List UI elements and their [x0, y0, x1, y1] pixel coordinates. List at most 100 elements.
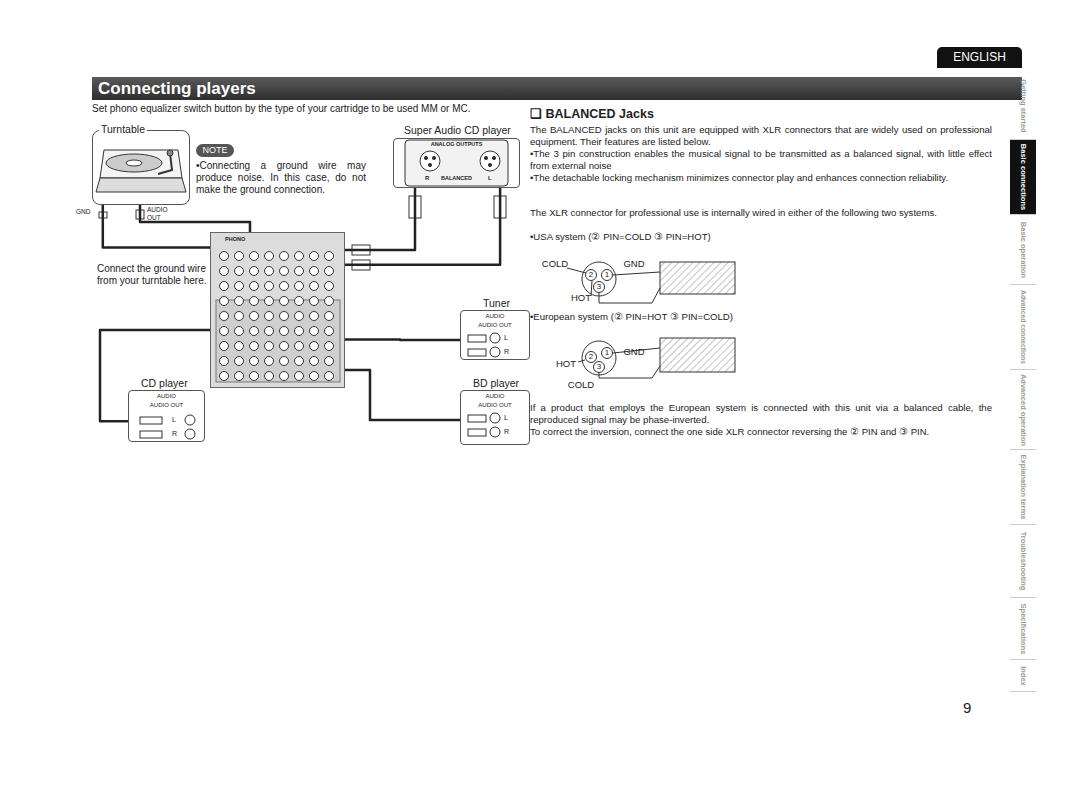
label: 9 [963, 699, 971, 716]
text-paragraph: AUDIO OUT [147, 206, 173, 222]
node-title: Basic operation [1019, 221, 1028, 277]
pin-label: COLD [568, 380, 594, 391]
node-title: Advanced connections [1019, 290, 1027, 364]
jack [310, 327, 319, 336]
pin-label: HOT [571, 293, 591, 304]
node-title: Explanation terms [1019, 454, 1028, 519]
jack [310, 342, 319, 351]
xlr-european-figure [578, 338, 735, 378]
section-tab: Troubleshooting [1010, 525, 1036, 598]
jack [250, 312, 259, 321]
label: R [504, 348, 509, 356]
jack [220, 267, 229, 276]
node-title: CD player [139, 377, 190, 389]
jack-grid [220, 252, 334, 381]
text-paragraph: To correct the inversion, connect the on… [530, 426, 992, 438]
label: L [504, 414, 508, 422]
node-title: BD player [471, 377, 521, 389]
pin-label: GND [623, 259, 644, 270]
node-title: NOTE [202, 146, 227, 156]
audio-cable [100, 330, 210, 421]
jack [220, 372, 229, 381]
node-text: AUDIO OUT [461, 322, 529, 329]
jack [295, 357, 304, 366]
audio-cable [140, 205, 250, 232]
node-text: ANALOG OUTPUTS [394, 141, 519, 147]
jack [250, 282, 259, 291]
sacd-player-box: Super Audio CD playerANALOG OUTPUTSBALAN… [393, 138, 520, 188]
jack [250, 252, 259, 261]
jack [250, 297, 259, 306]
label: •USA system (② PIN=COLD ③ PIN=HOT) [530, 231, 711, 242]
node-text: AUDIO OUT [129, 402, 204, 409]
node-text: AUDIO OUT [461, 402, 529, 409]
jack [265, 327, 274, 336]
pin-label: COLD [542, 259, 568, 270]
note-badge: NOTE [196, 144, 234, 157]
jack [265, 312, 274, 321]
jack [325, 297, 334, 306]
label: L [172, 416, 176, 424]
jack [265, 267, 274, 276]
jack [265, 357, 274, 366]
jack [220, 282, 229, 291]
node-text: AUDIO [129, 393, 204, 400]
jack [250, 342, 259, 351]
label: R [504, 428, 509, 436]
jack [325, 267, 334, 276]
pin-label: 3 [597, 362, 601, 371]
pin-label: 1 [605, 348, 609, 357]
jack [250, 372, 259, 381]
jack [325, 282, 334, 291]
jack [325, 357, 334, 366]
node-title: Specifications [1019, 603, 1028, 654]
section-tab: Advanced operation [1010, 370, 1036, 450]
jack [235, 357, 244, 366]
label: GND [76, 208, 90, 215]
jack [220, 252, 229, 261]
pin-label: 2 [589, 352, 593, 361]
jack [250, 267, 259, 276]
jack [235, 252, 244, 261]
jack [295, 372, 304, 381]
node-text: AUDIO [461, 393, 529, 400]
audio-cable [103, 205, 210, 248]
jack [265, 297, 274, 306]
text-paragraph: The BALANCED jacks on this unit are equi… [530, 124, 992, 147]
jack [265, 372, 274, 381]
jack [220, 357, 229, 366]
section-tab: Explanation terms [1010, 450, 1036, 525]
node-title: Getting started [1019, 79, 1028, 132]
jack [310, 297, 319, 306]
node-title: Tuner [481, 297, 512, 309]
label: •European system (② PIN=HOT ③ PIN=COLD) [530, 311, 733, 322]
turntable-box: Turntable [92, 130, 190, 205]
jack [250, 327, 259, 336]
jack [280, 327, 289, 336]
jack [220, 342, 229, 351]
section-tab: Specifications [1010, 598, 1036, 660]
label: L [504, 334, 508, 342]
bd-player-box: BD playerAUDIOAUDIO OUT [460, 390, 530, 445]
section-tab: Basic operation [1010, 215, 1036, 285]
node-title: ENGLISH [953, 51, 1006, 64]
jack [280, 252, 289, 261]
jack [310, 312, 319, 321]
node-title: Super Audio CD player [402, 124, 513, 136]
section-tab: Advanced connections [1010, 285, 1036, 370]
jack [310, 372, 319, 381]
text-paragraph: Connect the ground wire from your turnta… [97, 263, 211, 287]
jack [325, 342, 334, 351]
xlr-usa-figure [567, 262, 735, 303]
pin-label: 3 [597, 282, 601, 291]
jack [310, 282, 319, 291]
amplifier-rear-panel [210, 232, 345, 388]
pin-label: HOT [556, 359, 576, 370]
jack [325, 327, 334, 336]
jack [235, 297, 244, 306]
tuner-box: TunerAUDIOAUDIO OUT [460, 310, 530, 360]
label: L [488, 175, 492, 182]
pin-label: 2 [589, 270, 593, 279]
device-jacks [140, 333, 500, 439]
jack [325, 252, 334, 261]
